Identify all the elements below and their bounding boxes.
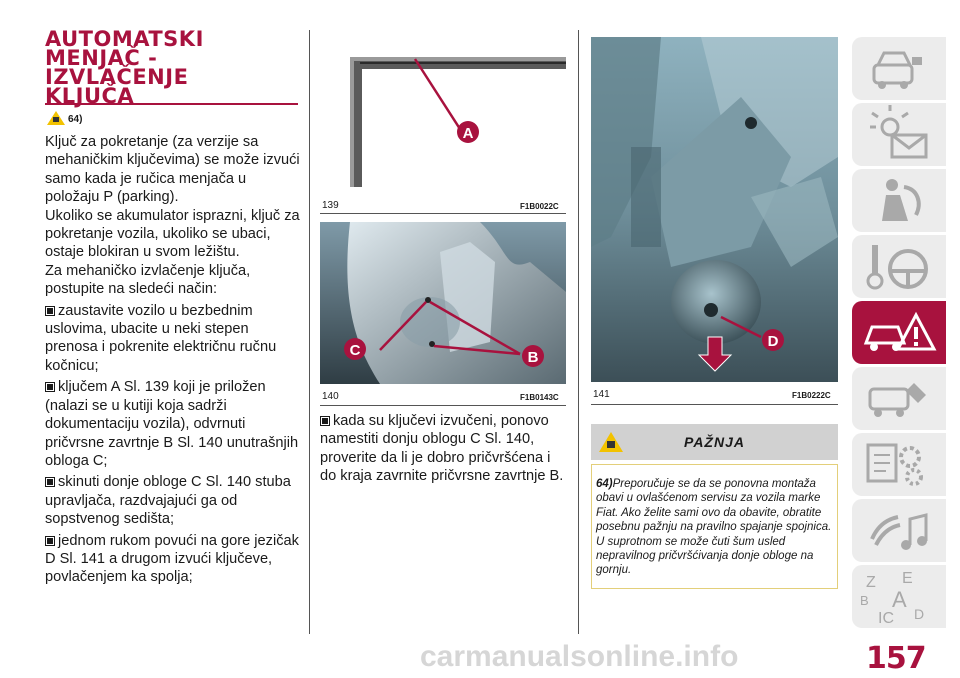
svg-text:B: B	[860, 593, 869, 608]
warning-header: PAŽNJA	[591, 424, 838, 460]
tab-lights-message[interactable]	[852, 103, 946, 166]
warning-reference[interactable]: 64)	[47, 111, 82, 128]
tab-technical-gears[interactable]	[852, 433, 946, 496]
key-steering-icon	[866, 245, 928, 290]
figure-rule	[591, 404, 838, 405]
emergency-warning-icon	[863, 311, 937, 351]
tab-multimedia[interactable]	[852, 499, 946, 562]
figure-140-image: C B	[320, 222, 566, 384]
warning-body: 64)Preporučuje se da se ponovna montaža …	[591, 464, 838, 589]
figure-number: 140	[322, 391, 339, 402]
checkbox-bullet-icon	[45, 305, 55, 316]
svg-text:A: A	[892, 587, 907, 612]
title-line: KLJUČA	[45, 84, 135, 108]
tab-key-steering[interactable]	[852, 235, 946, 298]
svg-text:IC: IC	[878, 610, 894, 627]
title-line: IZVLAČENJE	[45, 65, 189, 89]
multimedia-music-icon	[870, 513, 928, 550]
watermark: carmanualsonline.info	[420, 640, 739, 673]
paragraph: Ukoliko se akumulator isprazni, ključ za…	[45, 207, 300, 261]
airbag-safety-icon	[882, 179, 921, 221]
tab-car-service[interactable]	[852, 367, 946, 430]
svg-text:E: E	[902, 570, 913, 587]
car-dashboard-icon	[872, 51, 922, 89]
figure-141-image: D	[591, 37, 838, 382]
figure-code: F1B0022C	[520, 202, 559, 211]
column-separator	[578, 30, 579, 634]
figure-code: F1B0143C	[520, 393, 559, 402]
tab-airbag-safety[interactable]	[852, 169, 946, 232]
figure-number: 141	[593, 389, 610, 400]
checkbox-bullet-icon	[45, 382, 55, 393]
figure-number: 139	[322, 200, 339, 211]
figure-rule	[320, 405, 566, 406]
bullet-item: kada su ključevi izvučeni, ponovo namest…	[320, 413, 564, 485]
checkbox-bullet-icon	[320, 416, 330, 426]
figure-label: D	[768, 333, 779, 350]
title-rule	[45, 103, 298, 105]
checkbox-bullet-icon	[45, 477, 55, 488]
warning-ref-number: 64)	[68, 114, 83, 126]
figure-rule	[320, 213, 566, 214]
title-line: AUTOMATSKI	[45, 27, 204, 51]
tab-car-dashboard[interactable]	[852, 37, 946, 100]
warning-triangle-icon	[47, 111, 65, 128]
technical-gears-icon	[866, 443, 923, 486]
warning-text: 64)Preporučuje se da se ponovna montaža …	[596, 478, 832, 577]
bullet-item: jednom rukom povući na gore jezičak D Sl…	[45, 532, 299, 586]
figure-label: A	[463, 125, 474, 142]
figure-139-image: A	[320, 37, 566, 192]
warning-ref-number: 64)	[596, 478, 613, 490]
left-column-text: Ključ za pokretanje (za verzije sa mehan…	[45, 133, 301, 590]
bullet-item: skinuti donje obloge C Sl. 140 stuba upr…	[45, 474, 291, 528]
svg-text:D: D	[914, 606, 924, 622]
page-number: 157	[866, 641, 927, 676]
lights-message-icon	[870, 105, 928, 159]
middle-column-text: kada su ključevi izvučeni, ponovo namest…	[320, 412, 570, 489]
bullet-item: zaustavite vozilo u bezbednim uslovima, …	[45, 302, 277, 374]
section-title: AUTOMATSKI MENJAČ - IZVLAČENJE KLJUČA	[45, 27, 300, 108]
bullet-item: ključem A Sl. 139 koji je priložen (nala…	[45, 379, 299, 469]
warning-heading: PAŽNJA	[684, 434, 745, 450]
figure-label: C	[350, 342, 361, 359]
tab-emergency[interactable]	[852, 301, 946, 364]
paragraph: Ključ za pokretanje (za verzije sa mehan…	[45, 134, 300, 206]
car-service-icon	[868, 383, 926, 417]
figure-label: B	[528, 349, 539, 366]
figure-code: F1B0222C	[792, 391, 831, 400]
paragraph: Za mehaničko izvlačenje ključa, postupit…	[45, 262, 251, 298]
alphabetical-index-icon: Z E B A IC D	[860, 570, 924, 627]
svg-text:Z: Z	[866, 574, 876, 591]
checkbox-bullet-icon	[45, 535, 55, 546]
tab-index[interactable]: Z E B A IC D	[852, 565, 946, 628]
warning-triangle-icon	[599, 432, 623, 457]
column-separator	[309, 30, 310, 634]
title-line: MENJAČ -	[45, 46, 158, 70]
